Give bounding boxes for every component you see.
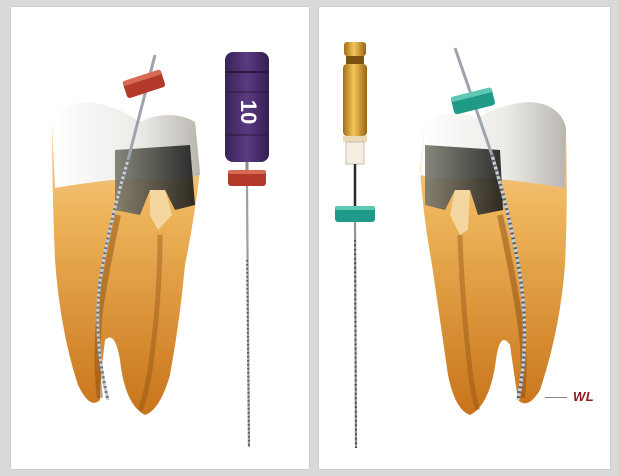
left-tooth (52, 103, 200, 415)
working-length-marker (545, 397, 567, 398)
k-file-instrument: 10 (225, 52, 269, 447)
file-size-number: 10 (236, 100, 261, 124)
right-tooth (420, 102, 567, 415)
rotary-file-handle (343, 64, 367, 136)
rotary-file-instrument (335, 42, 375, 448)
working-length-label: WL (573, 389, 594, 404)
